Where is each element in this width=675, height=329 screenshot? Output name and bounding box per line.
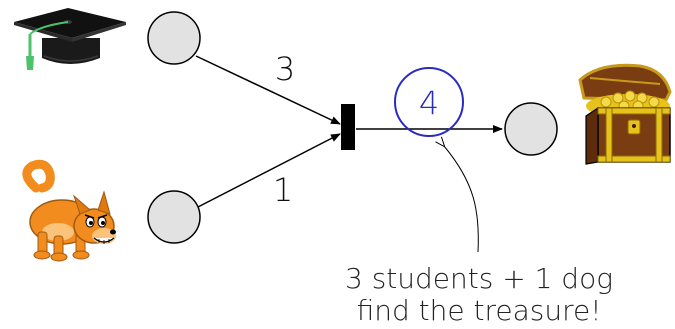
arc-weight-bottom: 1 [273,171,293,209]
output-weight-label: 4 [419,84,439,122]
place-top-left [147,11,201,65]
place-right [504,102,558,156]
caption-line-2: find the treasure! [357,294,602,327]
place-bottom-left [147,190,201,244]
cartoon-dog-icon [22,159,116,262]
graduation-cap-icon [14,8,126,70]
transition-bar [341,104,355,150]
output-weight-circle [394,67,464,137]
caption-line-1: 3 students + 1 dog [345,262,613,295]
arc-bottom-input [197,133,341,208]
arc-top-input [195,55,341,125]
treasure-chest-icon [578,63,672,165]
arc-weight-top: 3 [275,50,295,88]
caption-pointer [444,146,479,253]
